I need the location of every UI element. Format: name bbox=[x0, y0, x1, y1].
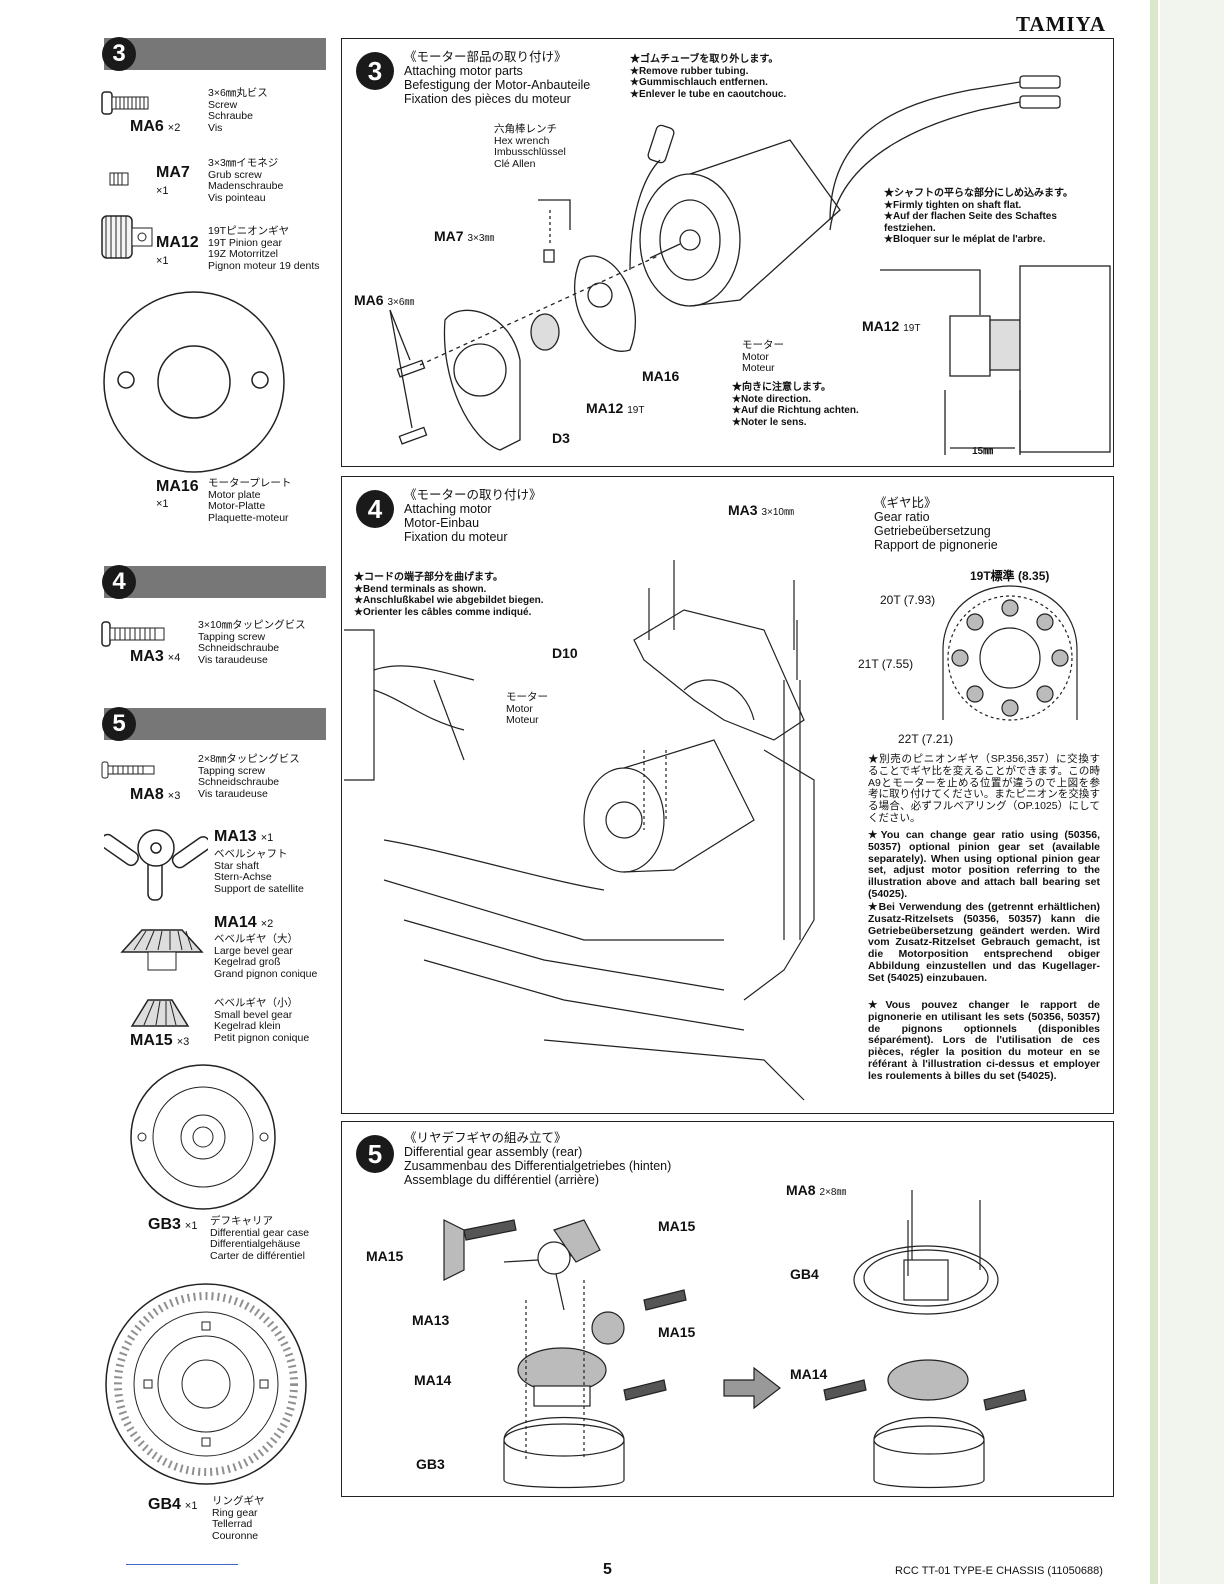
part-code-gb4: GB4×1 bbox=[148, 1496, 198, 1513]
step4-number: 4 bbox=[356, 490, 394, 528]
step5-number: 5 bbox=[356, 1135, 394, 1173]
part-desc-ma6: 3×6㎜丸ビス Screw Schraube Vis bbox=[208, 87, 268, 134]
part-desc-ma8: 2×8㎜タッピングビス Tapping screw Schneidschraub… bbox=[198, 753, 300, 800]
part-code-ma3: MA3×4 bbox=[130, 648, 181, 665]
part-desc-ma15: ベベルギヤ（小） Small bevel gear Kegelrad klein… bbox=[214, 997, 310, 1044]
part-qty-ma7: ×1 bbox=[156, 185, 169, 197]
part-code-ma6: MA6×2 bbox=[130, 118, 181, 135]
tapping-screw-small-icon bbox=[101, 761, 155, 779]
differential-case-icon bbox=[130, 1064, 276, 1210]
sidebar-step4-header bbox=[104, 566, 326, 598]
step4-label-d10: D10 bbox=[552, 645, 578, 661]
page-number: 5 bbox=[603, 1561, 612, 1578]
step3-note-direction: ★向きに注意します。 ★Note direction. ★Auf die Ric… bbox=[732, 382, 859, 428]
step3-motor-label: モーター Motor Moteur bbox=[742, 339, 784, 374]
screw-icon bbox=[101, 91, 149, 115]
step4-label-ma3: MA3 3×10㎜ bbox=[728, 502, 794, 518]
gear-ratio-21t: 21T (7.55) bbox=[858, 657, 914, 671]
tapping-screw-icon bbox=[101, 621, 165, 647]
step3-motor-assembly-illustration bbox=[389, 75, 1111, 455]
footer-rule bbox=[126, 1564, 238, 1565]
gear-ratio-note-de: ★Bei Verwendung des (getrennt erhältlich… bbox=[868, 901, 1100, 984]
part-desc-ma3: 3×10㎜タッピングビス Tapping screw Schneidschrau… bbox=[198, 619, 306, 666]
step3-label-ma16: MA16 bbox=[642, 368, 680, 384]
gear-ratio-note-jp: ★別売のピニオンギヤ（SP.356,357）に交換することでギヤ比を変えることが… bbox=[868, 753, 1100, 824]
step4-motor-label: モーター Motor Moteur bbox=[506, 691, 548, 726]
part-code-ma12: MA12 bbox=[156, 234, 199, 251]
part-code-ma13: MA13×1 bbox=[214, 828, 274, 845]
step4-note-terminals: ★コードの端子部分を曲げます。 ★Bend terminals as shown… bbox=[354, 572, 544, 618]
gear-ratio-22t: 22T (7.21) bbox=[898, 732, 954, 746]
large-bevel-gear-icon bbox=[120, 929, 204, 971]
small-bevel-gear-icon bbox=[130, 999, 190, 1027]
part-desc-ma13: ベベルシャフト Star shaft Stern-Achse Support d… bbox=[214, 848, 304, 895]
step5-label-ma14-right: MA14 bbox=[790, 1366, 828, 1382]
step4-title: 《モーターの取り付け》 Attaching motor Motor-Einbau… bbox=[404, 488, 542, 544]
part-qty-ma16: ×1 bbox=[156, 498, 169, 510]
step4-motor-install-illustration bbox=[344, 560, 815, 1101]
page-edge-strip bbox=[1150, 0, 1158, 1584]
step5-title: 《リヤデフギヤの組み立て》 Differential gear assembly… bbox=[404, 1131, 672, 1187]
pinion-gear-icon bbox=[101, 215, 153, 259]
part-desc-ma7: 3×3㎜イモネジ Grub screw Madenschraube Vis po… bbox=[208, 157, 284, 204]
part-code-gb3: GB3×1 bbox=[148, 1216, 198, 1233]
step3-label-ma12-detail: MA12 19T bbox=[862, 318, 921, 334]
part-code-ma16: MA16 bbox=[156, 478, 199, 495]
part-code-ma15: MA15×3 bbox=[130, 1032, 190, 1049]
step5-label-gb4: GB4 bbox=[790, 1266, 819, 1282]
part-code-ma14: MA14×2 bbox=[214, 914, 274, 931]
gear-ratio-standard: 19T標準 (8.35) bbox=[970, 569, 1050, 583]
gear-ratio-note-en: ★You can change gear ratio using (50356,… bbox=[868, 829, 1100, 900]
part-code-ma8: MA8×3 bbox=[130, 786, 181, 803]
step3-number: 3 bbox=[356, 52, 394, 90]
step4-panel bbox=[341, 476, 1114, 1114]
brand-logo: TAMIYA bbox=[1015, 12, 1106, 36]
grub-screw-icon bbox=[109, 172, 129, 186]
motor-plate-icon bbox=[103, 291, 285, 473]
ring-gear-icon bbox=[105, 1283, 307, 1485]
part-code-ma7: MA7 bbox=[156, 164, 190, 181]
footer-text: RCC TT-01 TYPE-E CHASSIS (11050688) bbox=[895, 1565, 1103, 1577]
step5-label-ma14: MA14 bbox=[414, 1372, 452, 1388]
sidebar-step5-number: 5 bbox=[102, 707, 136, 741]
part-desc-ma12: 19Tピニオンギヤ 19T Pinion gear 19Z Motorritze… bbox=[208, 225, 320, 272]
gear-ratio-note-fr: ★Vous pouvez changer le rapport de pigno… bbox=[868, 999, 1100, 1082]
part-qty-ma12: ×1 bbox=[156, 255, 169, 267]
step5-label-ma15-top: MA15 bbox=[658, 1218, 696, 1234]
part-desc-ma14: ベベルギヤ（大） Large bevel gear Kegelrad groß … bbox=[214, 933, 318, 980]
step5-differential-assembly-illustration bbox=[443, 1190, 1027, 1489]
step3-label-ma6: MA6 3×6㎜ bbox=[354, 292, 415, 308]
part-desc-ma16: モータープレート Motor plate Motor-Platte Plaque… bbox=[208, 477, 292, 524]
step3-label-d3: D3 bbox=[552, 430, 570, 446]
part-desc-gb4: リングギヤ Ring gear Tellerrad Couronne bbox=[212, 1495, 265, 1542]
sidebar-step3-number: 3 bbox=[102, 37, 136, 71]
step3-note-tighten: ★シャフトの平らな部分にしめ込みます。 ★Firmly tighten on s… bbox=[884, 188, 1073, 245]
step3-dimension: 15㎜ bbox=[972, 446, 994, 457]
gear-ratio-20t: 20T (7.93) bbox=[880, 593, 936, 607]
step5-label-ma15-right: MA15 bbox=[658, 1324, 696, 1340]
step5-label-ma8: MA8 2×8㎜ bbox=[786, 1182, 847, 1198]
step3-label-ma12: MA12 19T bbox=[586, 400, 645, 416]
page-edge-margin bbox=[1160, 0, 1224, 1584]
step5-label-ma13: MA13 bbox=[412, 1312, 450, 1328]
gear-ratio-title: 《ギヤ比》 Gear ratio Getriebeübersetzung Rap… bbox=[874, 496, 998, 552]
step3-title: 《モーター部品の取り付け》 Attaching motor parts Befe… bbox=[404, 50, 591, 106]
step5-label-ma15-left: MA15 bbox=[366, 1248, 404, 1264]
sidebar-step3-header bbox=[104, 38, 326, 70]
step3-note-tubing: ★ゴムチューブを取り外します。 ★Remove rubber tubing. ★… bbox=[630, 54, 787, 100]
gear-ratio-diagram bbox=[942, 585, 1078, 721]
step3-label-ma7: MA7 3×3㎜ bbox=[434, 228, 495, 244]
sidebar-step4-number: 4 bbox=[102, 565, 136, 599]
star-shaft-icon bbox=[104, 829, 208, 901]
step3-hex-wrench: 六角棒レンチ Hex wrench Imbusschlüssel Clé All… bbox=[494, 123, 566, 170]
step5-panel bbox=[341, 1121, 1114, 1497]
part-desc-gb3: デフキャリア Differential gear case Differenti… bbox=[210, 1215, 310, 1262]
sidebar-step5-header bbox=[104, 708, 326, 740]
step5-label-gb3: GB3 bbox=[416, 1456, 445, 1472]
